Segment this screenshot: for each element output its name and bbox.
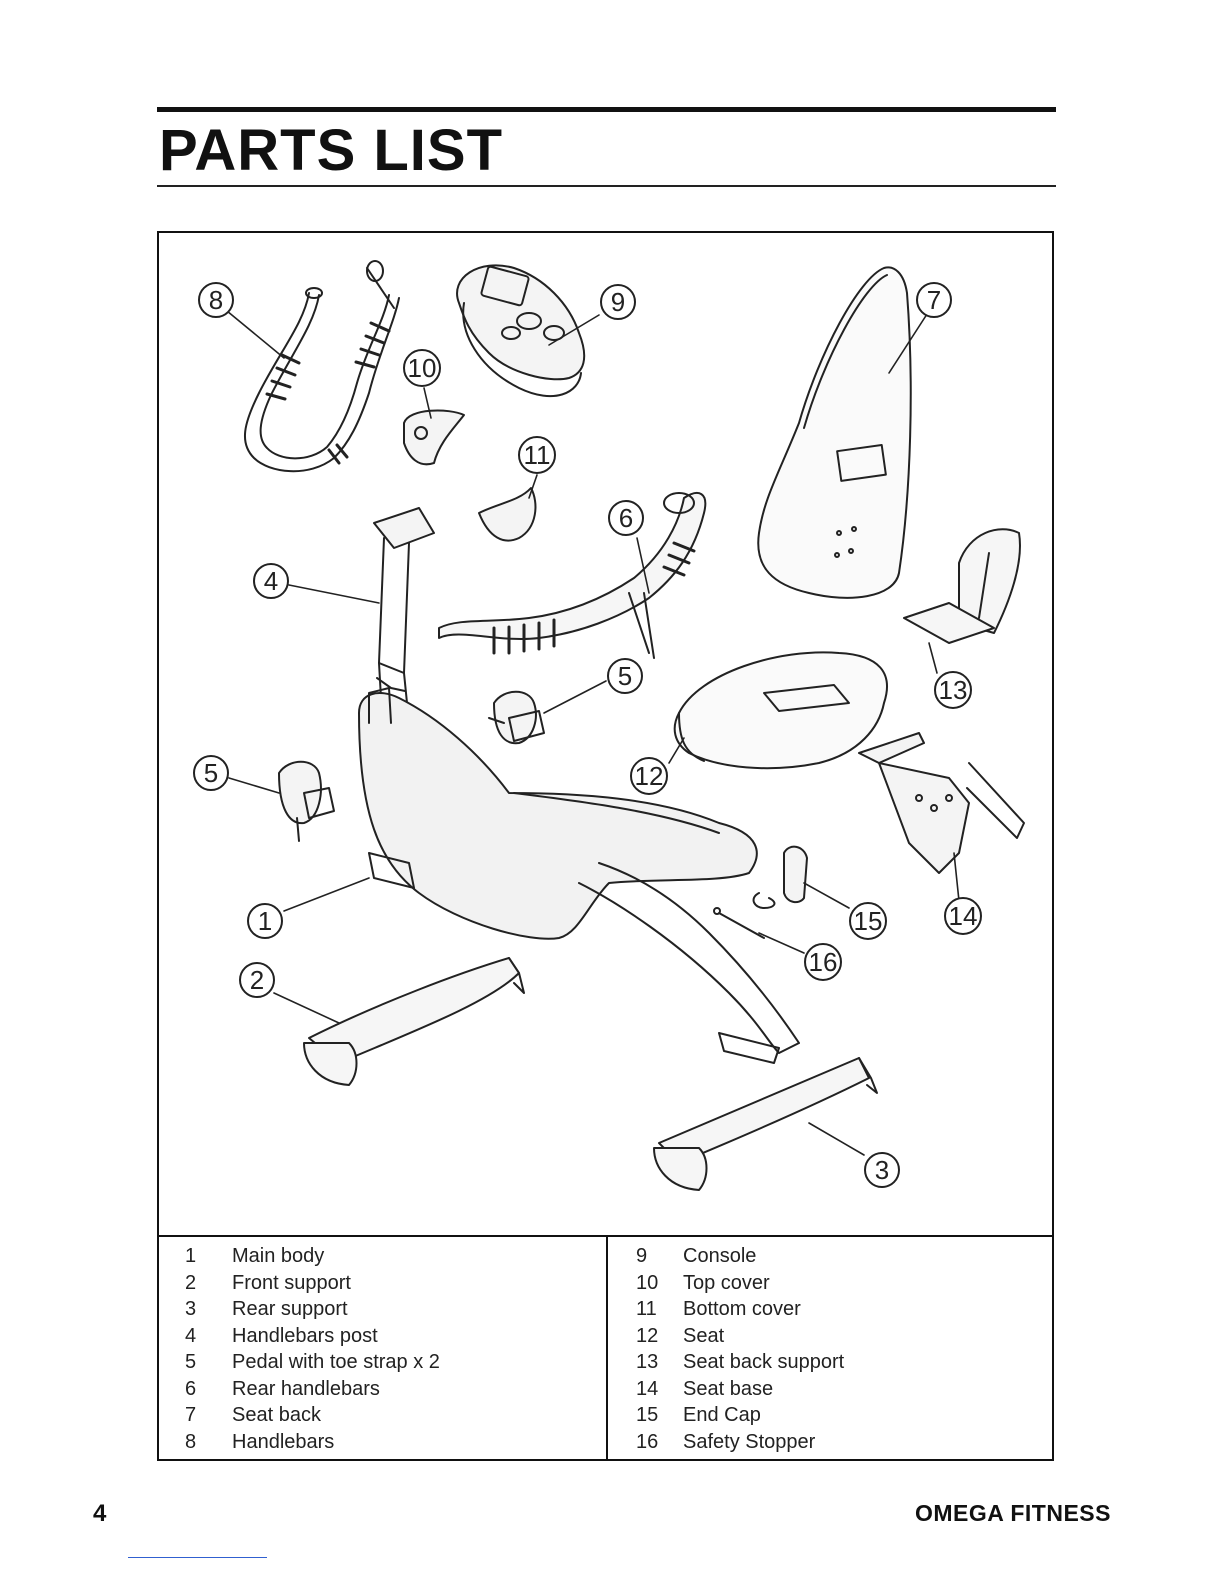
seat-back-illustration <box>757 266 912 599</box>
console-illustration <box>456 264 586 398</box>
callout-10: 10 <box>408 353 437 383</box>
rear-support-illustration <box>653 1057 878 1191</box>
legend-item: 12 Seat <box>636 1323 1046 1350</box>
callout-9: 9 <box>611 287 625 317</box>
top-cover-illustration <box>403 409 465 466</box>
parts-frame <box>157 231 1054 1461</box>
legend-item-label: Main body <box>232 1245 325 1267</box>
legend-item: 4 Handlebars post <box>185 1323 595 1350</box>
legend-item-label: Seat back support <box>683 1351 845 1373</box>
callout-13: 13 <box>939 675 968 705</box>
callout-3: 3 <box>875 1155 889 1185</box>
front-support-illustration <box>303 957 525 1086</box>
legend-item: 9 Console <box>636 1243 1046 1270</box>
callout-5-left: 5 <box>204 758 218 788</box>
legend-item-number: 16 <box>636 1430 659 1453</box>
legend-item-number: 13 <box>636 1351 659 1373</box>
exploded-parts-diagram: 8 9 7 10 11 6 4 5 13 5 12 1 15 14 16 2 3 <box>193 260 1025 1191</box>
legend-item-number: 8 <box>185 1430 197 1453</box>
legend-item-label: Handlebars post <box>232 1324 378 1347</box>
legend-item-label: Rear handlebars <box>232 1377 380 1400</box>
legend-item-number: 15 <box>636 1404 659 1426</box>
legend-divider <box>159 1235 1052 1237</box>
legend-item-label: Seat back <box>232 1404 321 1426</box>
legend-item: 6 Rear handlebars <box>185 1376 595 1403</box>
callout-14: 14 <box>949 901 978 931</box>
pedal-right-illustration <box>488 690 545 745</box>
legend-item-number: 10 <box>636 1271 659 1294</box>
legend-item-number: 7 <box>185 1404 197 1426</box>
legend-item-label: End Cap <box>683 1404 761 1426</box>
pedal-left-illustration <box>278 760 335 842</box>
legend-item: 11 Bottom cover <box>636 1296 1046 1323</box>
legend-item-label: Seat base <box>683 1377 774 1400</box>
brand-footer: OMEGA FITNESS <box>914 1500 1111 1526</box>
legend-item-number: 1 <box>185 1245 197 1267</box>
legend-item-number: 11 <box>636 1298 657 1320</box>
legend-item: 3 Rear support <box>185 1296 595 1323</box>
callout-12: 12 <box>635 761 664 791</box>
legend-item-label: Front support <box>232 1271 351 1294</box>
legend-item-label: Top cover <box>683 1271 770 1294</box>
legend-item-number: 9 <box>636 1245 648 1267</box>
legend-item: 10 Top cover <box>636 1270 1046 1297</box>
legend-item-label: Seat <box>683 1324 725 1347</box>
seat-illustration <box>673 651 888 770</box>
callout-11: 11 <box>524 440 551 470</box>
page-number: 4 <box>93 1500 107 1527</box>
legend-item-number: 4 <box>185 1324 197 1347</box>
legend-item-number: 2 <box>185 1271 197 1294</box>
legend-item-label: Rear support <box>232 1298 348 1320</box>
link-underline <box>128 1557 267 1558</box>
handlebars-post-illustration <box>373 507 435 704</box>
safety-stopper-illustration <box>713 892 776 939</box>
callout-8: 8 <box>209 285 223 315</box>
legend-item-number: 12 <box>636 1324 659 1347</box>
bottom-cover-illustration <box>478 487 537 542</box>
page-title: PARTS LIST <box>159 118 504 183</box>
legend-item: 2 Front support <box>185 1270 595 1297</box>
legend-column-divider <box>606 1236 608 1461</box>
legend-item: 5 Pedal with toe strap x 2 <box>185 1349 595 1376</box>
seat-back-support-illustration <box>903 528 1021 644</box>
legend-item: 14 Seat base <box>636 1376 1046 1403</box>
legend-item-label: Safety Stopper <box>683 1430 816 1453</box>
legend-item-number: 14 <box>636 1377 659 1400</box>
end-cap-illustration <box>783 845 808 904</box>
seat-base-illustration <box>858 732 1025 874</box>
callout-15: 15 <box>854 906 883 936</box>
header-under-rule <box>157 185 1056 187</box>
header-top-rule <box>157 107 1056 112</box>
legend-item: 13 Seat back support <box>636 1349 1046 1376</box>
legend-item-number: 5 <box>185 1351 197 1373</box>
legend-item-label: Handlebars <box>232 1430 335 1453</box>
rear-handlebars-illustration <box>438 492 707 659</box>
handlebars-illustration <box>243 260 400 473</box>
legend-item: 7 Seat back <box>185 1402 595 1429</box>
legend-item-number: 6 <box>185 1377 197 1400</box>
main-body-illustration <box>358 687 800 1064</box>
legend-item-label: Pedal with toe strap x 2 <box>232 1351 440 1373</box>
callout-5-right: 5 <box>618 661 632 691</box>
legend-item-number: 3 <box>185 1298 197 1320</box>
callout-16: 16 <box>809 947 838 977</box>
callout-7: 7 <box>927 285 941 315</box>
callout-4: 4 <box>264 566 278 596</box>
legend-item-label: Console <box>683 1245 757 1267</box>
legend-item: 16 Safety Stopper <box>636 1429 1046 1456</box>
callout-2: 2 <box>250 965 264 995</box>
legend-item: 8 Handlebars <box>185 1429 595 1456</box>
legend-item-label: Bottom cover <box>683 1298 801 1320</box>
callout-1: 1 <box>258 906 272 936</box>
legend-item: 1 Main body <box>185 1243 595 1270</box>
callout-6: 6 <box>619 503 633 533</box>
legend-item: 15 End Cap <box>636 1402 1046 1429</box>
